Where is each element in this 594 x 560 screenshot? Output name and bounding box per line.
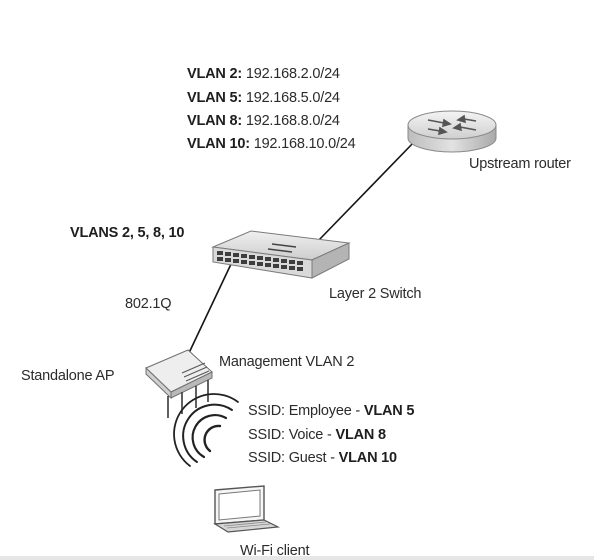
radio-waves-icon bbox=[173, 393, 239, 467]
switch-icon bbox=[211, 230, 351, 279]
router-icon bbox=[407, 110, 497, 153]
vlan-subnet-row: VLAN 10: 192.168.10.0/24 bbox=[187, 136, 356, 152]
ssid-row: SSID: Voice - VLAN 8 bbox=[248, 427, 386, 443]
management-vlan-label: Management VLAN 2 bbox=[219, 354, 355, 370]
link-switch-router bbox=[317, 139, 417, 242]
vlan-subnet-row: VLAN 8: 192.168.8.0/24 bbox=[187, 113, 340, 129]
client-label: Wi-Fi client bbox=[240, 543, 310, 559]
trunk-protocol-label: 802.1Q bbox=[125, 296, 172, 312]
switch-ports bbox=[217, 251, 303, 271]
ap-label: Standalone AP bbox=[21, 368, 115, 384]
link-ap-switch bbox=[187, 261, 233, 356]
laptop-icon bbox=[213, 485, 281, 533]
switch-label: Layer 2 Switch bbox=[329, 286, 422, 302]
bottom-divider bbox=[0, 556, 594, 560]
router-label: Upstream router bbox=[469, 156, 571, 172]
trunk-vlans-label: VLANS 2, 5, 8, 10 bbox=[70, 225, 185, 241]
access-point-icon bbox=[145, 349, 213, 418]
vlan-subnet-row: VLAN 5: 192.168.5.0/24 bbox=[187, 90, 340, 106]
ssid-row: SSID: Guest - VLAN 10 bbox=[248, 450, 397, 466]
vlan-subnet-row: VLAN 2: 192.168.2.0/24 bbox=[187, 66, 340, 82]
ssid-row: SSID: Employee - VLAN 5 bbox=[248, 403, 415, 419]
